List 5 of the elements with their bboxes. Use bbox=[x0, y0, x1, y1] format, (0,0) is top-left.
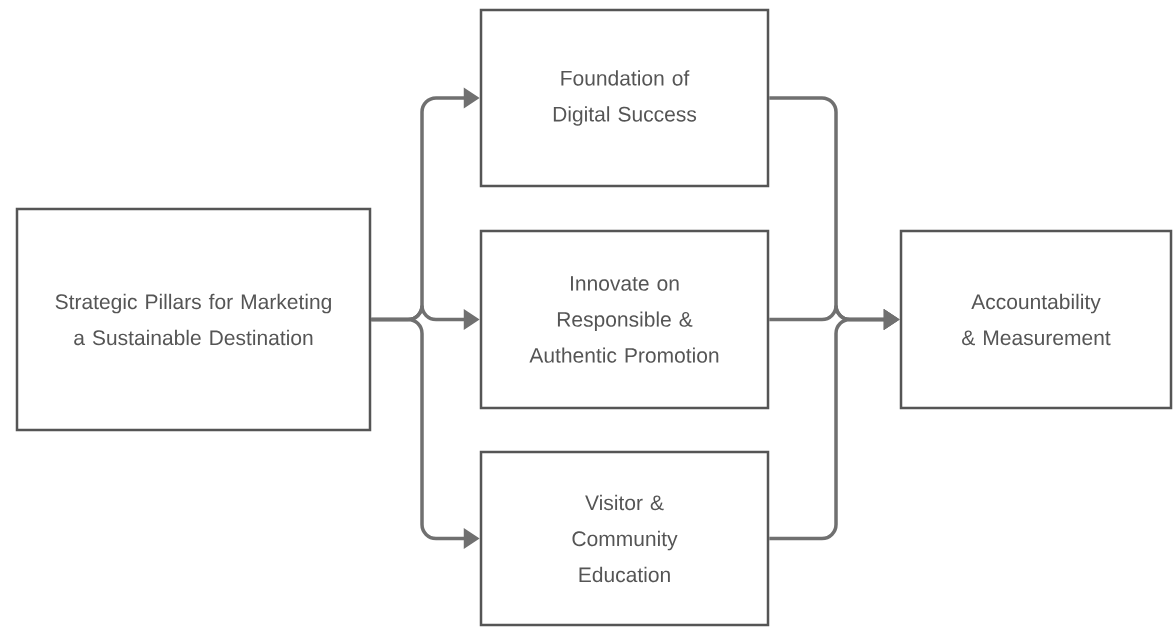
process-box: Innovate on Responsible & Authentic Promotion bbox=[479, 229, 770, 410]
process-box: Accountability & Measurement bbox=[899, 229, 1173, 410]
process-box: Visitor & Community Education bbox=[479, 450, 770, 627]
process-box: Strategic Pillars for Marketing a Sustainable Destination bbox=[15, 207, 372, 432]
process-box: Foundation of Digital Success bbox=[479, 8, 770, 188]
